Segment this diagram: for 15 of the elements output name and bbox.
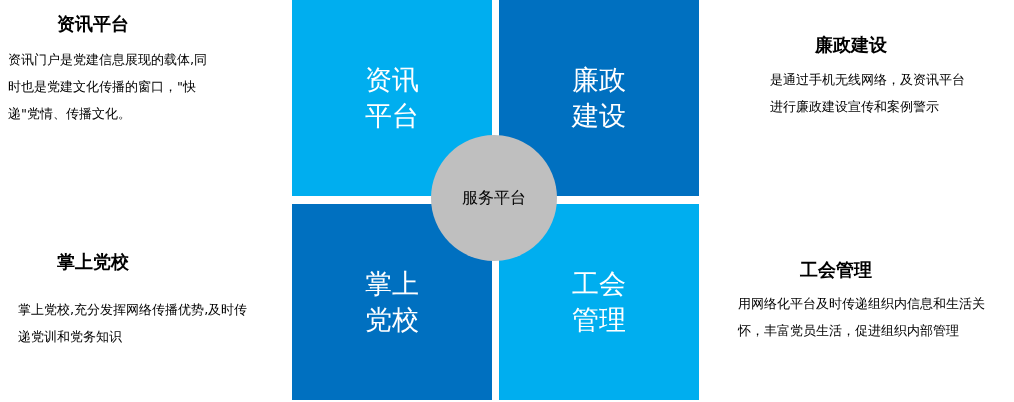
quadrant-label: 资讯平台	[364, 63, 420, 133]
description-text: 资讯门户是党建信息展现的载体,同时也是党建文化传播的窗口，"快递"党情、传播文化。	[8, 51, 209, 123]
quadrant-label: 廉政建设	[571, 63, 627, 133]
quadrant-panel	[499, 204, 699, 400]
quadrant-panel	[292, 204, 492, 400]
section-heading: 资讯平台	[57, 12, 129, 36]
quadrant-label: 工会管理	[571, 267, 627, 337]
section-heading: 掌上党校	[57, 250, 129, 274]
description-text: 掌上党校,充分发挥网络传播优势,及时传递党训和党务知识	[18, 301, 249, 346]
center-label: 服务平台	[462, 187, 526, 209]
description-text: 是通过手机无线网络，及资讯平台进行廉政建设宣传和案例警示	[770, 71, 966, 116]
section-heading: 廉政建设	[815, 33, 887, 57]
description-text: 用网络化平台及时传递组织内信息和生活关怀，丰富党员生活，促进组织内部管理	[738, 295, 986, 340]
quadrant-label: 掌上党校	[364, 267, 420, 337]
section-heading: 工会管理	[800, 258, 872, 282]
